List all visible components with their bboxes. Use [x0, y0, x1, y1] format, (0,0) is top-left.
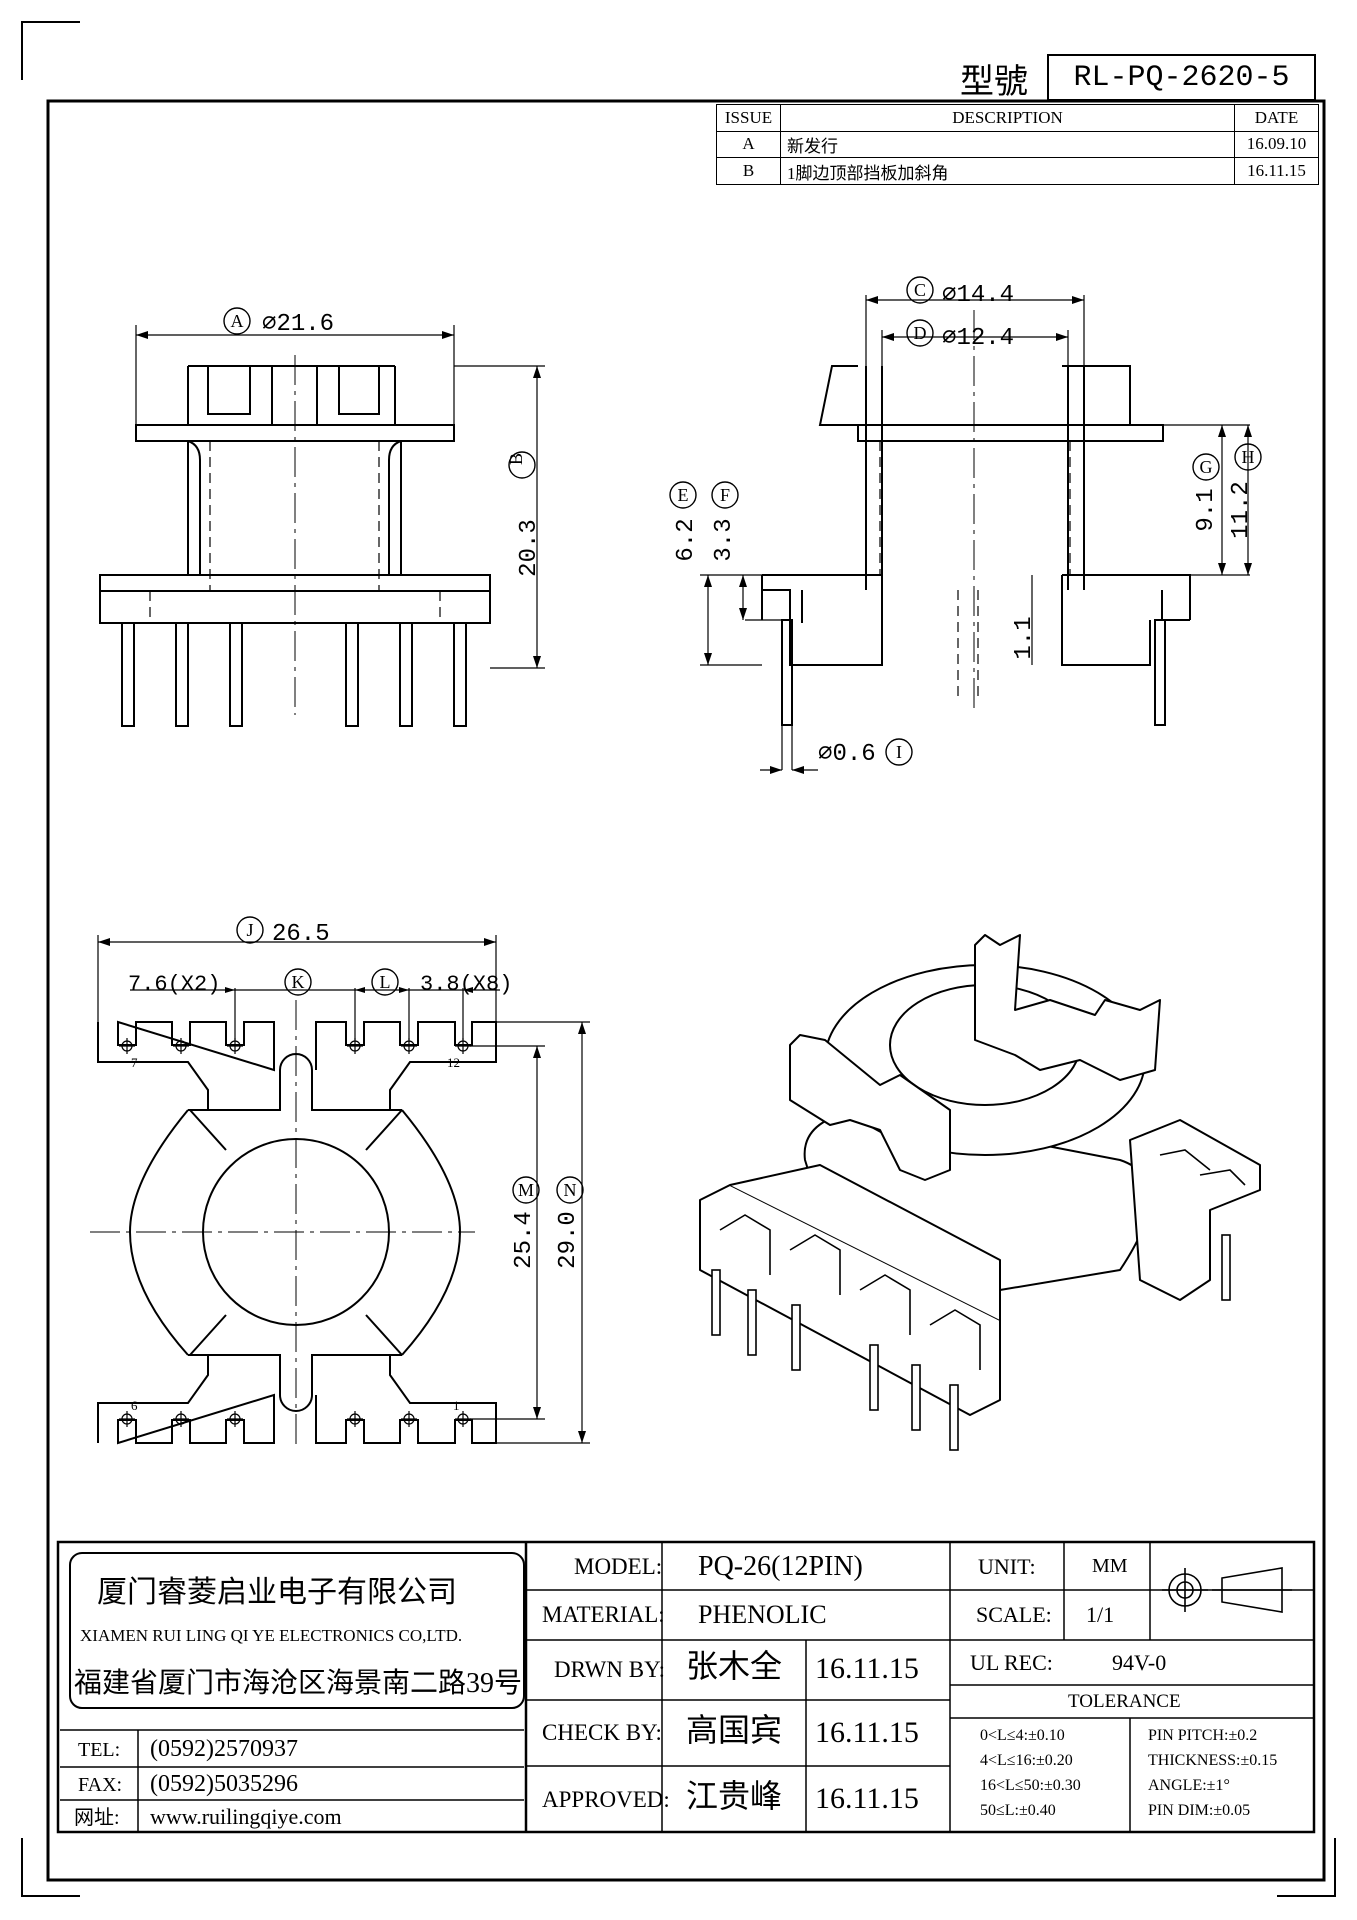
- web-value: www.ruilingqiye.com: [150, 1804, 342, 1829]
- pin-label: 6: [131, 1398, 138, 1413]
- approved-date: 16.11.15: [815, 1782, 919, 1815]
- tag-N: N: [564, 1180, 577, 1200]
- scale-value: 1/1: [1086, 1602, 1115, 1627]
- company-name-cn: 厦门睿菱启业电子有限公司: [97, 1576, 457, 1609]
- dim-D: ⌀12.4: [942, 325, 1014, 352]
- tag-A: A: [231, 311, 244, 331]
- tag-J: J: [246, 920, 253, 940]
- tolerance-right: PIN PITCH:±0.2: [1148, 1727, 1258, 1744]
- revision-row: B 1脚边顶部挡板加斜角 16.11.15: [716, 157, 1319, 185]
- tag-M: M: [518, 1180, 534, 1200]
- unit-value: MM: [1092, 1555, 1128, 1577]
- dim-N: 29.0: [555, 1211, 582, 1269]
- company-name-en: XIAMEN RUI LING QI YE ELECTRONICS CO,LTD…: [80, 1626, 463, 1645]
- model-label: MODEL:: [574, 1554, 663, 1579]
- tolerance-left: 50≤L:±0.40: [980, 1802, 1056, 1819]
- tag-G: G: [1200, 457, 1213, 477]
- fax-value: (0592)5035296: [150, 1771, 298, 1797]
- dim-J: 26.5: [272, 921, 330, 948]
- check-name: 高国宾: [686, 1712, 783, 1748]
- dim-H: 11.2: [1228, 481, 1255, 539]
- drawn-label: DRWN BY:: [554, 1657, 665, 1682]
- dim-K: 7.6(X2): [128, 972, 220, 997]
- dim-M: 25.4: [511, 1211, 538, 1269]
- tag-D: D: [914, 323, 927, 343]
- tolerance-right: PIN DIM:±0.05: [1148, 1802, 1251, 1819]
- dim-B: 20.3: [516, 519, 543, 577]
- tag-B: B: [506, 453, 526, 465]
- model-value: PQ-26(12PIN): [698, 1551, 863, 1582]
- scale-label: SCALE:: [976, 1602, 1052, 1627]
- ul-label: UL REC:: [970, 1650, 1053, 1675]
- pin-label: 1: [453, 1398, 460, 1413]
- dim-C: ⌀14.4: [942, 282, 1014, 309]
- tolerance-right: ANGLE:±1°: [1148, 1777, 1230, 1794]
- model-number: RL-PQ-2620-5: [1047, 54, 1316, 101]
- approved-name: 江贵峰: [686, 1778, 783, 1814]
- projection-symbol-icon: [1162, 1567, 1292, 1613]
- dim-misc: 1.1: [1011, 616, 1038, 659]
- tag-F: F: [720, 485, 730, 505]
- revision-row: A 新发行 16.09.10: [716, 130, 1319, 159]
- company-address: 福建省厦门市海沧区海景南二路39号: [74, 1668, 523, 1699]
- tolerance-left: 16<L≤50:±0.30: [980, 1777, 1081, 1794]
- revision-description: 1脚边顶部挡板加斜角: [780, 157, 1235, 185]
- dim-I: ⌀0.6: [818, 741, 876, 768]
- tolerance-label: TOLERANCE: [1068, 1691, 1181, 1712]
- pin-label: 7: [131, 1055, 138, 1070]
- tag-L: L: [380, 972, 391, 992]
- tag-I: I: [896, 742, 902, 762]
- revision-table: ISSUE DESCRIPTION DATE A 新发行 16.09.10 B …: [716, 104, 1319, 185]
- check-label: CHECK BY:: [542, 1720, 662, 1745]
- dim-G: 9.1: [1193, 488, 1220, 531]
- tag-K: K: [292, 972, 305, 992]
- tag-C: C: [914, 280, 926, 300]
- drawn-date: 16.11.15: [815, 1652, 919, 1685]
- tag-E: E: [678, 485, 689, 505]
- unit-label: UNIT:: [978, 1554, 1036, 1579]
- tolerance-left: 4<L≤16:±0.20: [980, 1752, 1073, 1769]
- ul-value: 94V-0: [1112, 1650, 1167, 1675]
- revision-header-description: DESCRIPTION: [780, 104, 1235, 132]
- check-date: 16.11.15: [815, 1716, 919, 1749]
- tag-H: H: [1242, 447, 1255, 467]
- tel-label: TEL:: [78, 1739, 121, 1761]
- revision-description: 新发行: [780, 130, 1235, 159]
- approved-label: APPROVED:: [542, 1787, 670, 1812]
- drawn-name: 张木全: [686, 1648, 783, 1684]
- material-label: MATERIAL:: [542, 1602, 665, 1627]
- model-number-label: 型號: [960, 64, 1028, 101]
- tel-value: (0592)2570937: [150, 1736, 298, 1762]
- tolerance-right: THICKNESS:±0.15: [1148, 1752, 1278, 1769]
- revision-date: 16.11.15: [1234, 157, 1319, 185]
- dim-L: 3.8(X8): [420, 972, 512, 997]
- fax-label: FAX:: [78, 1774, 123, 1796]
- tolerance-left: 0<L≤4:±0.10: [980, 1727, 1065, 1744]
- revision-issue: B: [716, 157, 781, 185]
- material-value: PHENOLIC: [698, 1600, 827, 1629]
- dim-A: ⌀21.6: [262, 311, 334, 338]
- dim-E: 6.2: [673, 518, 700, 561]
- pin-label: 12: [447, 1055, 460, 1070]
- revision-date: 16.09.10: [1234, 130, 1319, 159]
- web-label: 网址:: [74, 1807, 120, 1829]
- dim-F: 3.3: [711, 518, 738, 561]
